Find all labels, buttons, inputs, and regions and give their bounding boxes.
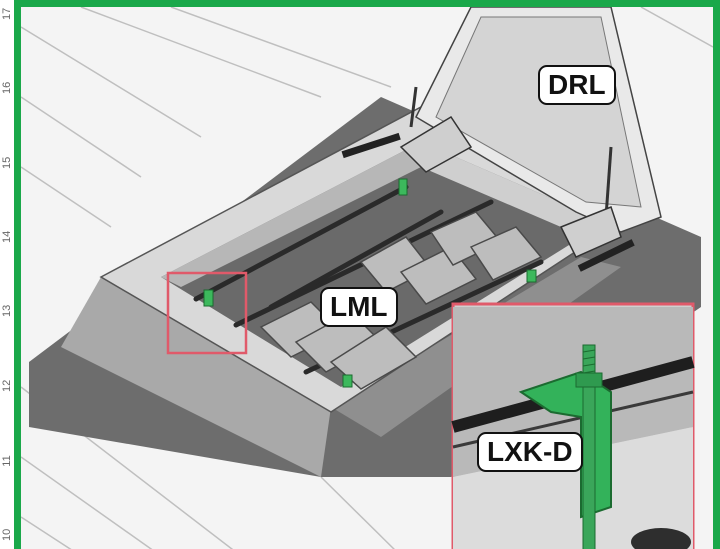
vent-grille (341, 132, 401, 159)
page-ruler: 17 16 15 14 13 12 11 10 (0, 0, 14, 549)
pipe-end (631, 528, 691, 549)
callout-lxk-d: LXK-D (477, 432, 583, 472)
detail-highlight-box (166, 271, 248, 355)
hinge-plate (399, 115, 473, 173)
curb-front-wall (61, 277, 331, 477)
ruler-mark: 13 (1, 304, 13, 317)
hinge-plate (559, 206, 622, 258)
vent-grille (577, 239, 635, 272)
inner-back-wall (421, 142, 606, 242)
hex-nut (575, 372, 603, 388)
roof-deck-lines (21, 7, 713, 549)
ruler-mark: 14 (1, 230, 13, 243)
lid-inner-panel (435, 16, 642, 208)
ruler-mark: 11 (1, 455, 13, 467)
ruler-mark: 12 (1, 379, 13, 392)
callout-lml: LML (320, 287, 398, 327)
lid-struts (409, 86, 613, 218)
small-brackets (203, 178, 537, 388)
ruler-mark: 16 (1, 81, 13, 94)
ruler-mark: 17 (1, 7, 13, 20)
ruler-mark: 10 (1, 528, 13, 541)
detail-inset (451, 302, 695, 549)
callout-drl: DRL (538, 65, 616, 105)
ruler-mark: 15 (1, 156, 13, 169)
inner-left-wall (161, 142, 421, 287)
threaded-rod (582, 344, 596, 549)
